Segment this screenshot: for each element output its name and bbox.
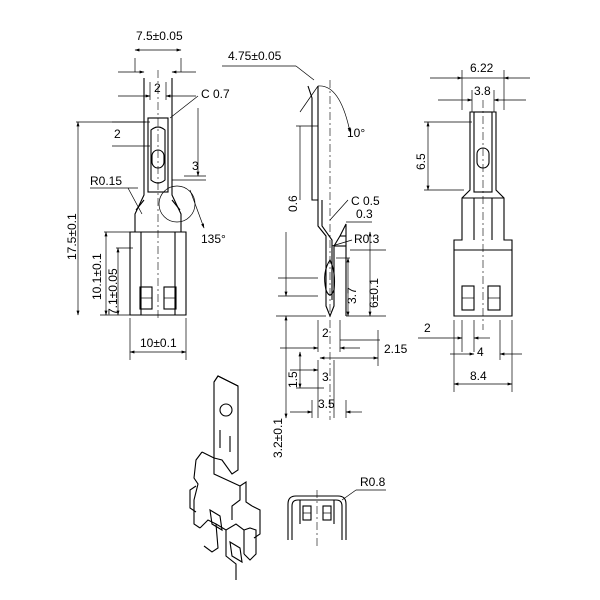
front-slot <box>150 126 166 184</box>
dim-right-width-top: 6.22 <box>470 61 494 75</box>
detail-circle <box>158 185 196 223</box>
dim-offset: 3 <box>192 159 199 173</box>
dim-height-body: 10.1±0.1 <box>90 253 104 300</box>
dim-width-a: 2 <box>322 326 329 340</box>
dim-height-d: 3.2±0.1 <box>271 418 285 458</box>
front-view: 7.5±0.05 2 C 0.7 2 17.5±0.1 R0.15 3 135° <box>65 29 230 360</box>
dim-slot-width: 2 <box>154 81 161 95</box>
dim-right-gap: 2 <box>424 321 431 335</box>
side-view-outline <box>307 85 347 318</box>
dim-right-height-top: 6.5 <box>414 153 428 170</box>
dim-thickness2: 0.3 <box>356 207 373 221</box>
dim-side-chamfer: C 0.5 <box>351 194 380 208</box>
dim-height-b: 6±0.1 <box>367 278 381 308</box>
dim-bottom-radius: R0.8 <box>360 475 386 489</box>
dim-right-width-base: 8.4 <box>470 369 487 383</box>
dim-right-width-inner: 3.8 <box>474 84 491 98</box>
dim-height-leg: 7.1±0.05 <box>106 268 120 315</box>
dim-slot-top: 2 <box>114 127 121 141</box>
dim-radius: R0.15 <box>90 174 122 188</box>
dim-width-top: 7.5±0.05 <box>136 29 183 43</box>
dim-width-base: 10±0.1 <box>140 336 177 350</box>
isometric-view <box>189 375 261 580</box>
dim-thickness: 0.6 <box>286 195 300 212</box>
dim-right-width-mid: 4 <box>477 345 484 359</box>
dim-width-b: 2.15 <box>384 342 408 356</box>
dim-width-c: 3 <box>322 370 329 384</box>
dim-chamfer: C 0.7 <box>201 87 230 101</box>
dim-width-d: 3.5 <box>318 397 335 411</box>
dim-height-c: 1.5 <box>286 371 300 388</box>
right-view: 6.22 3.8 6.5 2 4 8.4 <box>414 61 530 392</box>
side-view: 4.75±0.05 10° 0.6 C 0.5 0.3 R0.3 3.7 6±0… <box>222 49 408 458</box>
iso-window-right <box>229 540 243 564</box>
iso-window-left <box>209 508 223 532</box>
dim-angle: 135° <box>201 232 226 246</box>
iso-hole <box>219 403 233 417</box>
dim-side-angle: 10° <box>347 126 365 140</box>
bottom-view: R0.8 <box>287 475 386 548</box>
dim-height-a: 3.7 <box>345 287 359 304</box>
dim-offset-top: 4.75±0.05 <box>228 49 282 63</box>
dim-height-total: 17.5±0.1 <box>65 213 79 260</box>
dim-side-radius: R0.3 <box>354 232 380 246</box>
